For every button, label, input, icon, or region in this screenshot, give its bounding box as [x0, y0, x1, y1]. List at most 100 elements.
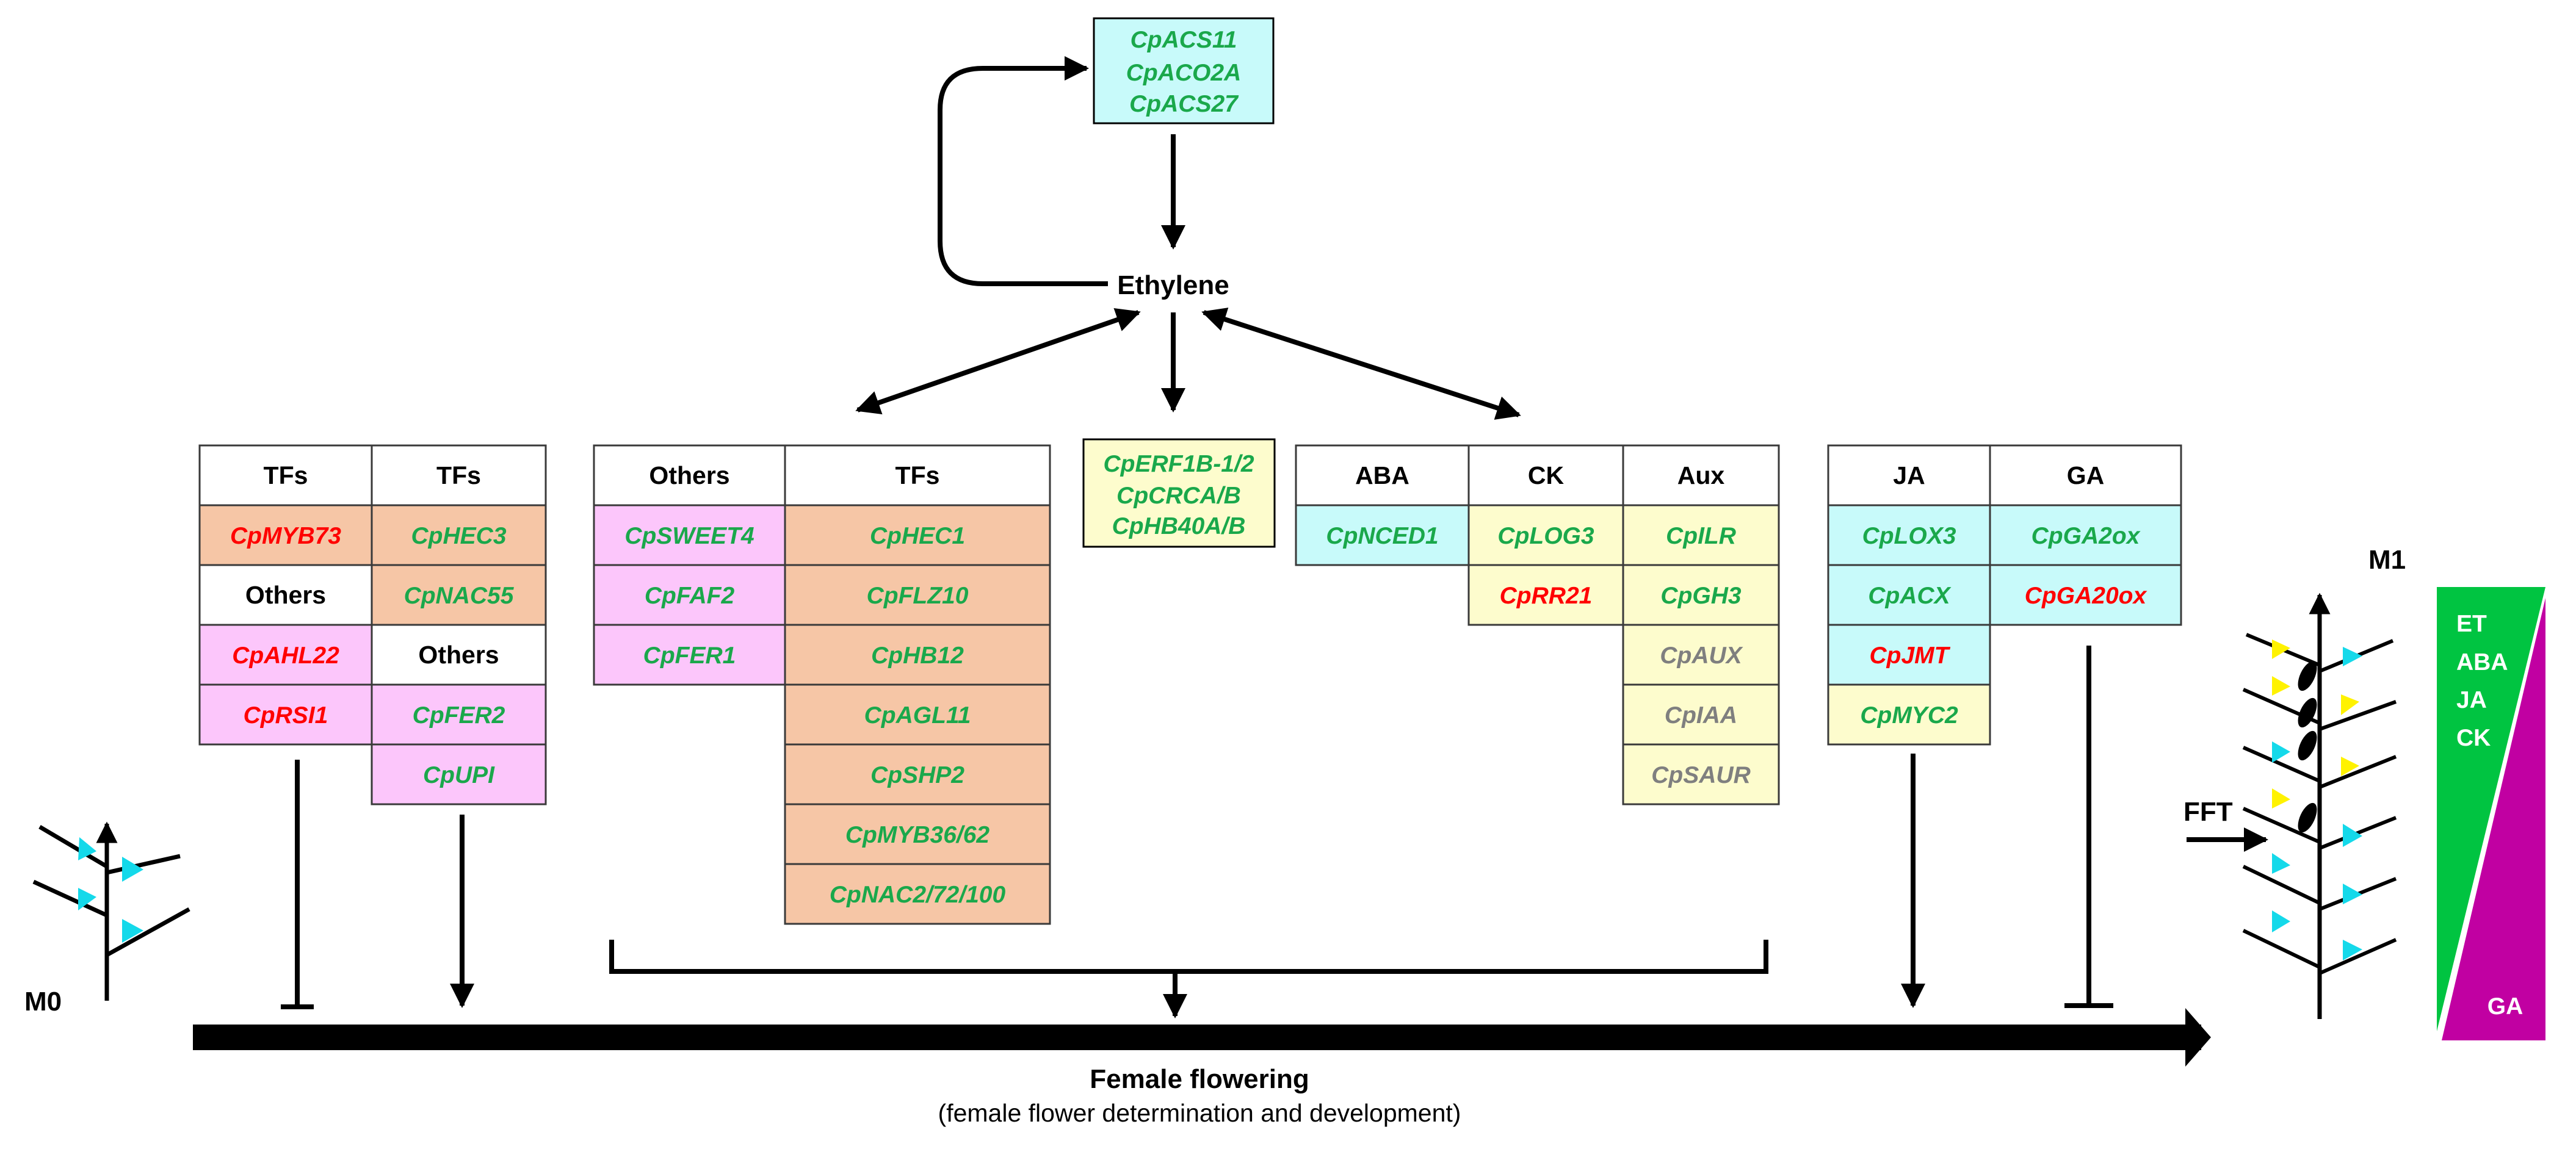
- hormone-triangle-up: [2437, 587, 2545, 1031]
- gene-label: CpSWEET4: [624, 523, 754, 549]
- column-header-cell: [1989, 444, 2182, 506]
- gene-tables: TFsCpMYB73OthersCpAHL22CpRSI1TFsCpHEC3Cp…: [198, 444, 2182, 925]
- triangle-label: ABA: [2456, 649, 2508, 675]
- gene-label: CpLOX3: [1862, 523, 1956, 549]
- triangle-label: GA: [2487, 993, 2524, 1020]
- gene-label-cell: [593, 624, 786, 686]
- gene-label-cell: [198, 624, 373, 686]
- main-axis-arrowhead: [2185, 1008, 2211, 1067]
- feedback-loop-arrow: [938, 56, 1108, 286]
- column-header-cell: [371, 444, 547, 506]
- ethylene-arrow-right: [1201, 308, 1521, 420]
- gene-label: CpSAUR: [1651, 762, 1751, 788]
- gene-label: CpGA20ox: [2025, 583, 2147, 609]
- bracket: [609, 940, 1768, 974]
- gene-label: CpCRCA/B: [1116, 483, 1241, 509]
- m0-plant: [32, 821, 190, 1001]
- triangle-label: ET: [2456, 611, 2487, 637]
- gene-label: CpILR: [1666, 523, 1736, 549]
- gene-label: CpACS27: [1129, 91, 1239, 117]
- gene-label: CpHEC3: [411, 523, 506, 549]
- gene-label-cell: [1989, 564, 2182, 626]
- gene-label: CpMYB73: [230, 523, 341, 549]
- group-header: Others: [245, 581, 326, 609]
- gene-label: CpUPI: [423, 762, 495, 788]
- gene-label: CpAUX: [1660, 643, 1743, 669]
- gene-label: CpACS11: [1131, 27, 1237, 53]
- gene-label-cell: [784, 624, 1051, 686]
- gene-label: CpNAC2/72/100: [830, 882, 1006, 908]
- hormone-triangle-down: [2442, 598, 2545, 1040]
- column-header-cell: [1622, 444, 1780, 506]
- gene-label: CpMYB36/62: [845, 822, 990, 848]
- m1-label: M1: [2368, 545, 2406, 575]
- gene-label-cell: [198, 683, 373, 746]
- gene-label-cell: [1827, 624, 1991, 686]
- column-header: GA: [2067, 461, 2105, 489]
- gene-label: CpFLZ10: [867, 583, 969, 609]
- gene-label: CpJMT: [1870, 643, 1951, 669]
- group-header: Others: [418, 641, 499, 669]
- gene-label: CpACX: [1868, 583, 1951, 609]
- sub-label: (female flower determination and develop…: [938, 1099, 1461, 1127]
- gene-label: CpFER1: [643, 643, 736, 669]
- gene-label: CpAGL11: [864, 702, 971, 729]
- gene-label: CpHB12: [871, 643, 964, 669]
- gene-label: CpFAF2: [645, 583, 735, 609]
- column-header-cell: [784, 444, 1051, 506]
- gene-label: CpLOG3: [1497, 523, 1594, 549]
- gene-label: CpIAA: [1665, 702, 1737, 729]
- column-header: TFs: [264, 461, 308, 489]
- column-header-cell: [1295, 444, 1470, 506]
- gene-label: CpMYC2: [1860, 702, 1958, 729]
- gene-label-cell: [784, 863, 1051, 925]
- gene-label-cell: [784, 683, 1051, 746]
- gene-label-cell: [371, 683, 547, 746]
- gene-label: CpHB40A/B: [1112, 513, 1246, 539]
- column-header: Others: [649, 461, 729, 489]
- gene-label-cell: [371, 564, 547, 626]
- main-label: Female flowering: [1090, 1064, 1309, 1094]
- ethylene-label: Ethylene: [1117, 270, 1229, 300]
- signalling-box: [1082, 438, 1276, 548]
- group-header-cell: [371, 624, 547, 686]
- column-header: CK: [1528, 461, 1565, 489]
- triangle-label: CK: [2456, 725, 2491, 751]
- gene-label-cell: [1827, 683, 1991, 746]
- gene-label-cell: [1467, 564, 1624, 626]
- gene-label-cell: [371, 504, 547, 566]
- gene-label-cell: [1622, 683, 1780, 746]
- gene-label: CpAHL22: [232, 643, 339, 669]
- gene-label: CpHEC1: [870, 523, 965, 549]
- gene-label: CpFER2: [413, 702, 505, 729]
- gene-label-cell: [1622, 743, 1780, 805]
- gene-label: CpERF1B-1/2: [1103, 451, 1254, 477]
- gene-label: CpACO2A: [1126, 60, 1242, 86]
- gene-label-cell: [371, 743, 547, 805]
- triangle-label: JA: [2456, 687, 2487, 713]
- ethylene-arrow-left: [855, 308, 1141, 415]
- m1-plant: [2242, 593, 2397, 1019]
- gene-label-cell: [1622, 504, 1780, 566]
- gene-label: CpNAC55: [404, 583, 515, 609]
- main-axis: [193, 1025, 2201, 1050]
- gene-label-cell: [1827, 504, 1991, 566]
- column-header: TFs: [436, 461, 481, 489]
- m0-label: M0: [24, 987, 62, 1017]
- fft-label: FFT: [2183, 797, 2233, 827]
- column-header: Aux: [1677, 461, 1725, 489]
- gene-label: CpRSI1: [244, 702, 328, 729]
- gene-label: CpGA2ox: [2031, 523, 2141, 549]
- column-header: TFs: [895, 461, 940, 489]
- column-header-cell: [1827, 444, 1991, 506]
- gene-label: CpSHP2: [870, 762, 964, 788]
- gene-label-cell: [784, 504, 1051, 566]
- column-header: ABA: [1355, 461, 1409, 489]
- gene-label: CpGH3: [1660, 583, 1741, 609]
- gene-label: CpRR21: [1500, 583, 1593, 609]
- biosynthesis-box: [1093, 17, 1275, 124]
- gene-label: CpNCED1: [1326, 523, 1438, 549]
- gene-label-cell: [784, 803, 1051, 865]
